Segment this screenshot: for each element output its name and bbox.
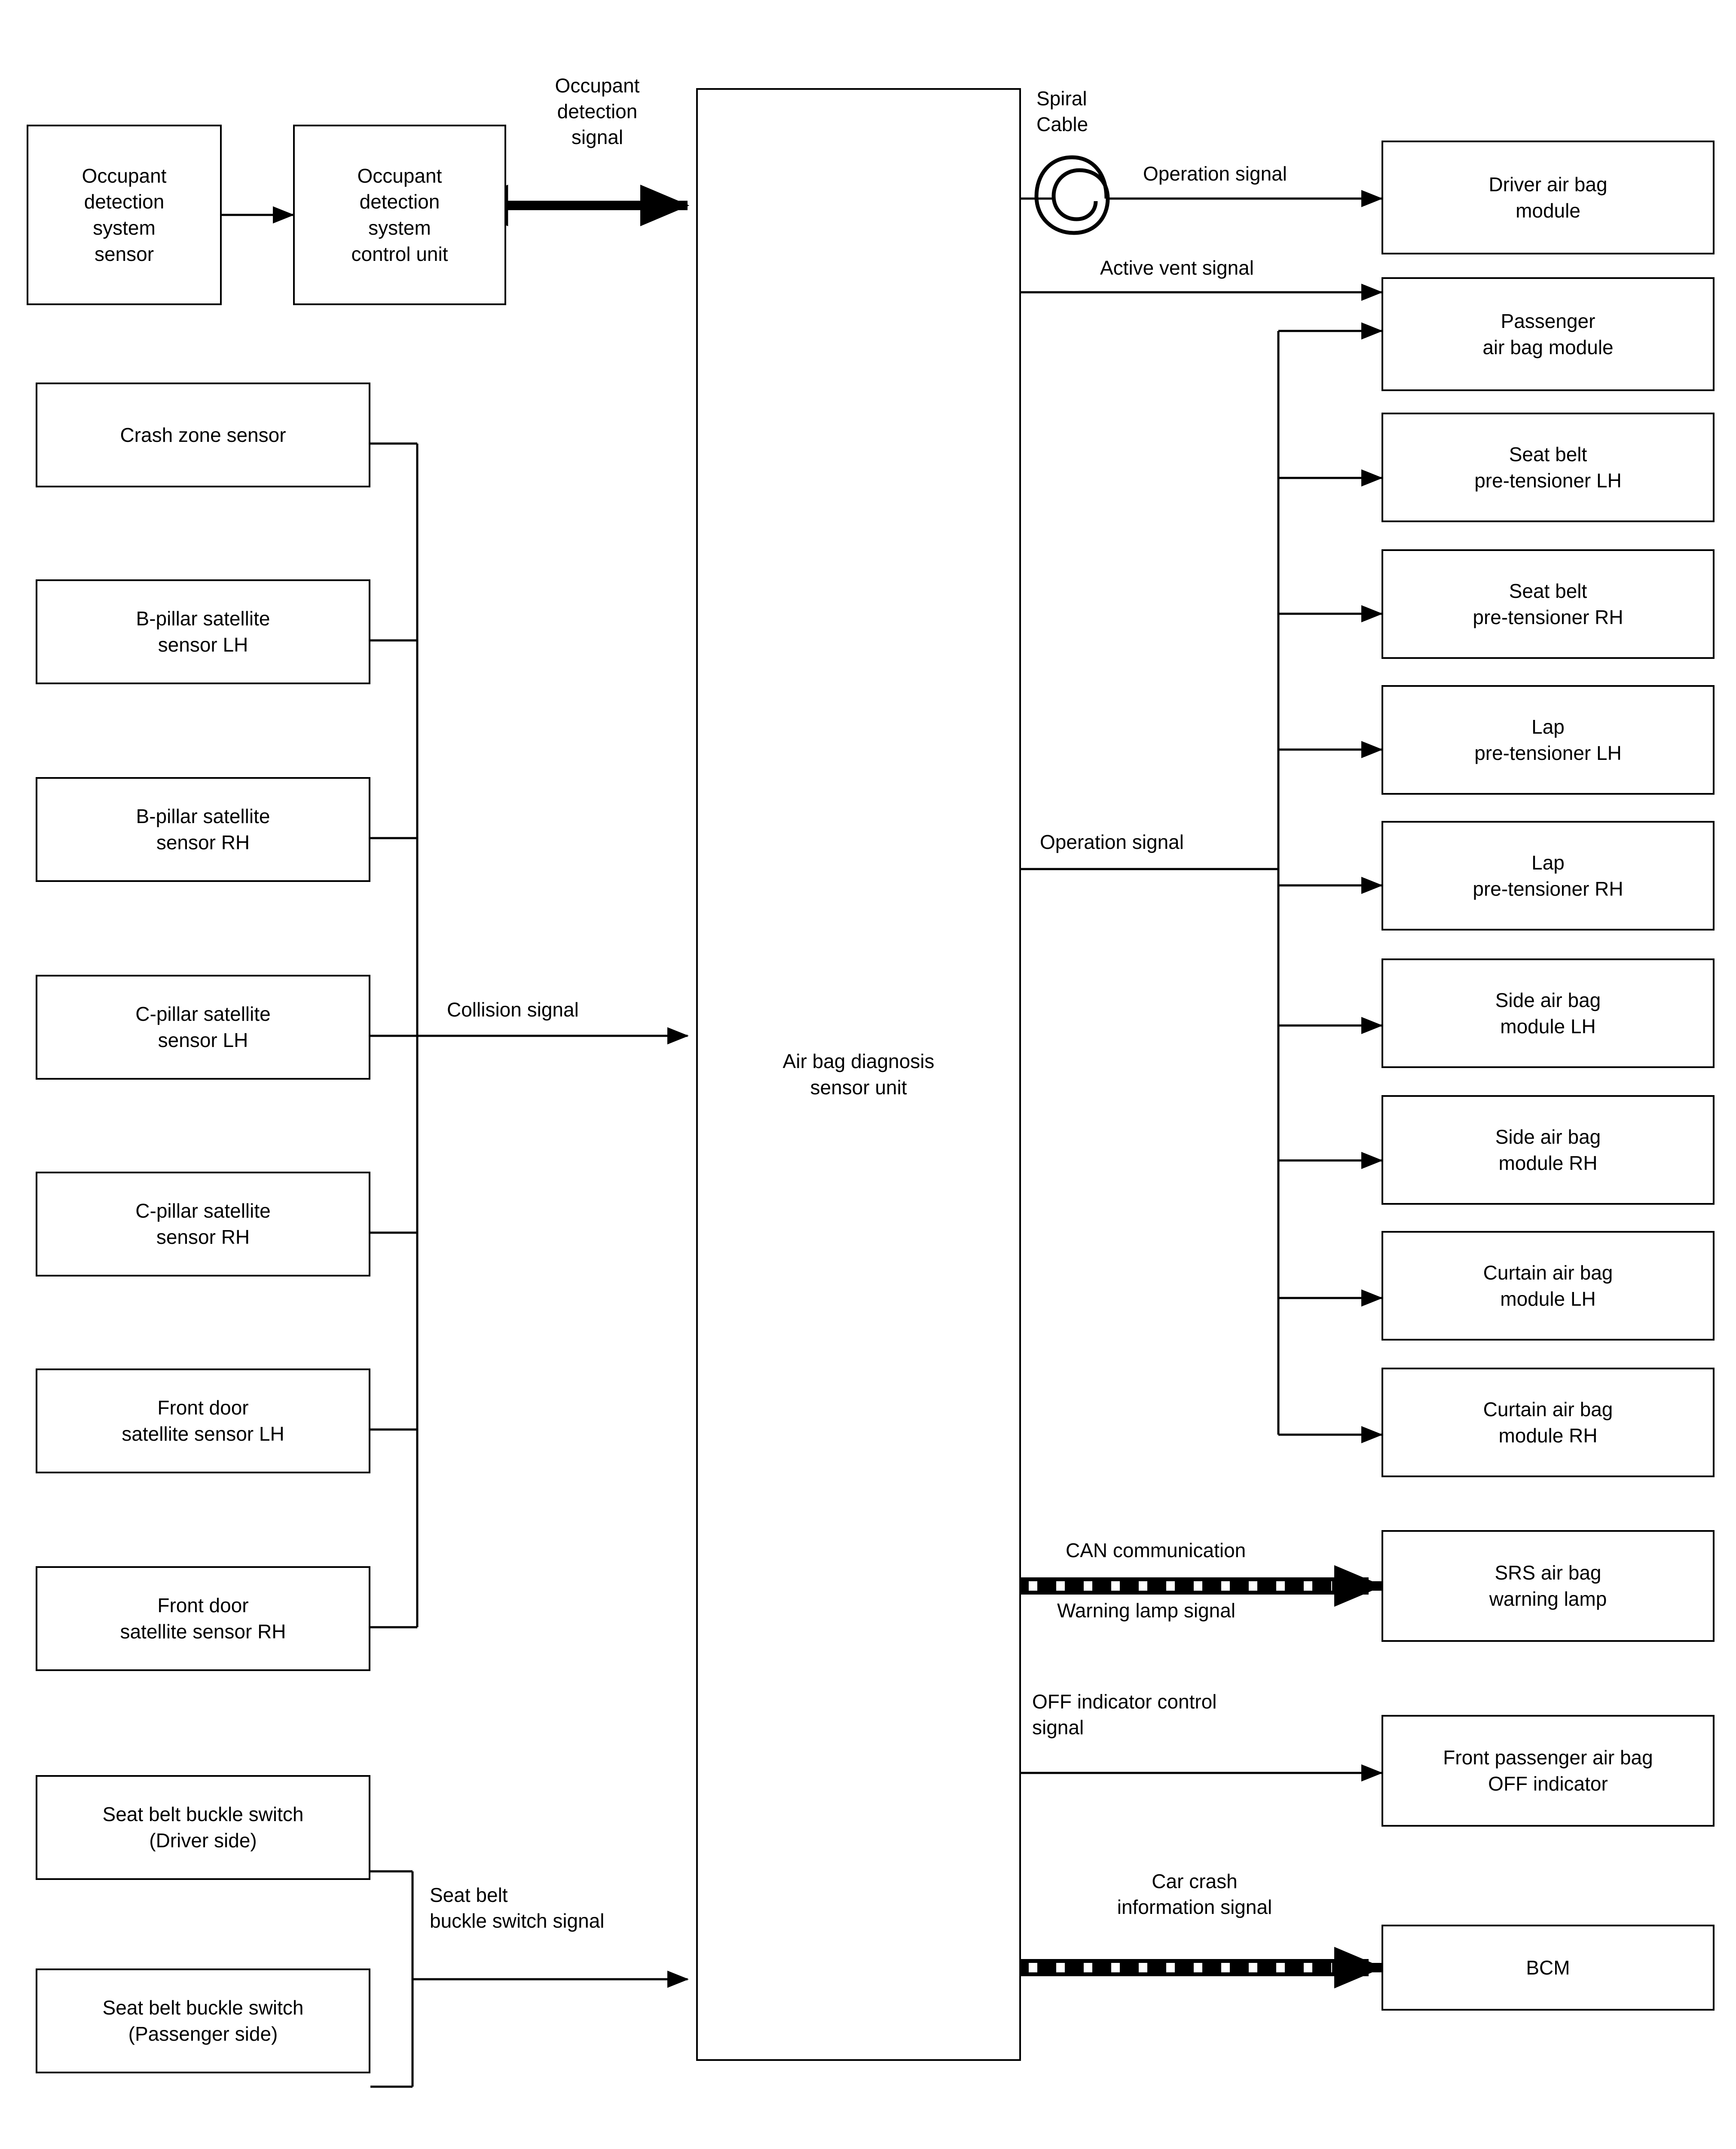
sensor-b-pillar-lh[interactable]: B-pillar satellite sensor LH bbox=[36, 579, 370, 684]
occupant-detection-system-sensor[interactable]: Occupant detection system sensor bbox=[27, 125, 222, 305]
output-side-air-bag-module-rh-label: Side air bag module RH bbox=[1495, 1125, 1601, 1174]
output-srs-air-bag-warning-lamp[interactable]: SRS air bag warning lamp bbox=[1381, 1530, 1715, 1642]
output-lap-pretensioner-lh[interactable]: Lap pre-tensioner LH bbox=[1381, 685, 1715, 795]
output-curtain-air-bag-module-lh-label: Curtain air bag module LH bbox=[1483, 1261, 1613, 1310]
output-seat-belt-pretensioner-lh[interactable]: Seat belt pre-tensioner LH bbox=[1381, 413, 1715, 522]
sensor-front-door-rh[interactable]: Front door satellite sensor RH bbox=[36, 1566, 370, 1671]
sensor-crash-zone-label: Crash zone sensor bbox=[120, 423, 286, 446]
occupant-detection-system-control-unit[interactable]: Occupant detection system control unit bbox=[293, 125, 506, 305]
sensor-front-door-lh-label: Front door satellite sensor LH bbox=[122, 1396, 284, 1445]
output-side-air-bag-module-rh[interactable]: Side air bag module RH bbox=[1381, 1095, 1715, 1205]
output-bcm-label: BCM bbox=[1526, 1956, 1570, 1979]
sensor-front-door-lh[interactable]: Front door satellite sensor LH bbox=[36, 1368, 370, 1473]
seat-belt-buckle-switch-passenger[interactable]: Seat belt buckle switch (Passenger side) bbox=[36, 1968, 370, 2073]
output-lap-pretensioner-rh-label: Lap pre-tensioner RH bbox=[1473, 851, 1623, 900]
operation-signal-label: Operation signal bbox=[1040, 831, 1184, 853]
output-lap-pretensioner-lh-label: Lap pre-tensioner LH bbox=[1474, 715, 1622, 764]
seat-belt-buckle-switch-driver[interactable]: Seat belt buckle switch (Driver side) bbox=[36, 1775, 370, 1880]
output-driver-air-bag-module-label: Driver air bag module bbox=[1488, 173, 1608, 222]
spiral-cable-label: Spiral Cable bbox=[1036, 87, 1088, 135]
sensor-b-pillar-lh-label: B-pillar satellite sensor LH bbox=[136, 607, 270, 656]
sensor-front-door-rh-label: Front door satellite sensor RH bbox=[120, 1594, 286, 1643]
seat-belt-buckle-switch-signal-label: Seat belt buckle switch signal bbox=[430, 1884, 605, 1932]
output-front-passenger-air-bag-off-indicator-label: Front passenger air bag OFF indicator bbox=[1443, 1746, 1653, 1795]
driver-operation-signal-label: Operation signal bbox=[1143, 162, 1287, 185]
occupant-detection-system-sensor-label: Occupant detection system sensor bbox=[82, 164, 167, 265]
output-seat-belt-pretensioner-rh-label: Seat belt pre-tensioner RH bbox=[1473, 579, 1623, 628]
output-curtain-air-bag-module-lh[interactable]: Curtain air bag module LH bbox=[1381, 1231, 1715, 1341]
can-communication-label: CAN communication bbox=[1066, 1539, 1246, 1561]
seat-belt-buckle-switch-passenger-label: Seat belt buckle switch (Passenger side) bbox=[102, 1996, 304, 2045]
output-front-passenger-air-bag-off-indicator[interactable]: Front passenger air bag OFF indicator bbox=[1381, 1715, 1715, 1827]
off-indicator-control-signal-label: OFF indicator control signal bbox=[1032, 1690, 1217, 1739]
output-passenger-air-bag-module-label: Passenger air bag module bbox=[1482, 309, 1614, 358]
car-crash-information-signal-label: Car crash information signal bbox=[1117, 1870, 1272, 1918]
output-side-air-bag-module-lh[interactable]: Side air bag module LH bbox=[1381, 958, 1715, 1068]
output-curtain-air-bag-module-rh-label: Curtain air bag module RH bbox=[1483, 1398, 1613, 1447]
air-bag-diagnosis-sensor-unit-label: Air bag diagnosis sensor unit bbox=[782, 1050, 935, 1099]
air-bag-diagnosis-sensor-unit[interactable]: Air bag diagnosis sensor unit bbox=[696, 88, 1021, 2061]
output-seat-belt-pretensioner-rh[interactable]: Seat belt pre-tensioner RH bbox=[1381, 549, 1715, 659]
sensor-b-pillar-rh[interactable]: B-pillar satellite sensor RH bbox=[36, 777, 370, 882]
sensor-b-pillar-rh-label: B-pillar satellite sensor RH bbox=[136, 805, 270, 854]
collision-signal-label: Collision signal bbox=[447, 998, 579, 1021]
output-passenger-air-bag-module[interactable]: Passenger air bag module bbox=[1381, 277, 1715, 391]
output-seat-belt-pretensioner-lh-label: Seat belt pre-tensioner LH bbox=[1474, 443, 1622, 492]
active-vent-signal-label: Active vent signal bbox=[1100, 257, 1254, 279]
sensor-c-pillar-rh[interactable]: C-pillar satellite sensor RH bbox=[36, 1172, 370, 1277]
seat-belt-buckle-switch-driver-label: Seat belt buckle switch (Driver side) bbox=[102, 1803, 304, 1852]
output-srs-air-bag-warning-lamp-label: SRS air bag warning lamp bbox=[1489, 1561, 1607, 1610]
output-bcm[interactable]: BCM bbox=[1381, 1925, 1715, 2011]
output-curtain-air-bag-module-rh[interactable]: Curtain air bag module RH bbox=[1381, 1368, 1715, 1477]
sensor-c-pillar-lh-label: C-pillar satellite sensor LH bbox=[135, 1003, 271, 1051]
sensor-c-pillar-rh-label: C-pillar satellite sensor RH bbox=[135, 1200, 271, 1248]
warning-lamp-signal-label: Warning lamp signal bbox=[1057, 1599, 1236, 1622]
sensor-c-pillar-lh[interactable]: C-pillar satellite sensor LH bbox=[36, 975, 370, 1080]
output-driver-air-bag-module[interactable]: Driver air bag module bbox=[1381, 141, 1715, 254]
sensor-crash-zone[interactable]: Crash zone sensor bbox=[36, 383, 370, 487]
occupant-detection-system-control-unit-label: Occupant detection system control unit bbox=[351, 164, 448, 265]
occupant-detection-signal-label: Occupant detection signal bbox=[555, 74, 640, 148]
output-side-air-bag-module-lh-label: Side air bag module LH bbox=[1495, 989, 1601, 1038]
output-lap-pretensioner-rh[interactable]: Lap pre-tensioner RH bbox=[1381, 821, 1715, 931]
